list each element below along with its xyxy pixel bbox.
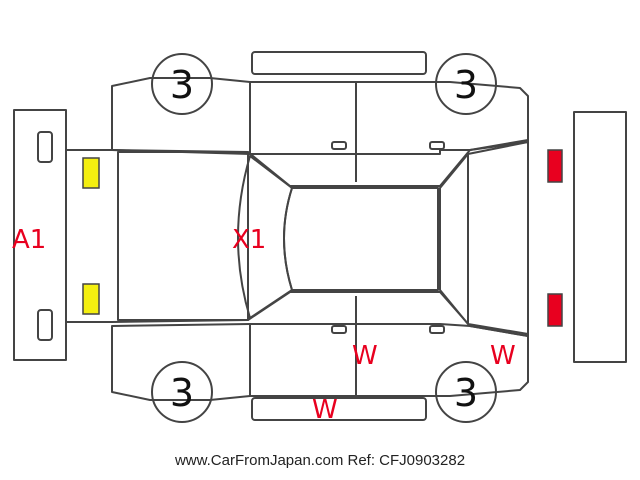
- tyre-rear-right-label: 3: [454, 371, 478, 415]
- car-outline: [13, 51, 627, 423]
- front-lamp-bottom: [82, 283, 100, 315]
- front-lamp-top: [82, 157, 100, 189]
- mark-front-bumper: A1: [12, 225, 46, 255]
- roof-outline: [283, 187, 439, 291]
- mark-right-rear-quarter: W: [490, 341, 516, 371]
- tyre-rear-left-label: 3: [454, 63, 478, 107]
- rear-lamp-bottom: [547, 293, 563, 327]
- body-top-view: [65, 139, 529, 337]
- tyre-front-left-label: 3: [170, 63, 194, 107]
- rear-lamp-top: [547, 149, 563, 183]
- right-rear-handle: [429, 325, 445, 334]
- mark-right-front-door: W: [352, 341, 378, 371]
- trunk-outline: [467, 141, 529, 335]
- right-front-handle: [331, 325, 347, 334]
- front-bumper-outline: [13, 109, 67, 361]
- mark-right-sill: W: [312, 395, 338, 425]
- front-bumper-slot-bottom: [37, 309, 53, 341]
- tyre-front-left-circle: [151, 53, 213, 115]
- hood-outline: [117, 151, 249, 321]
- left-side-outline: [111, 77, 529, 155]
- tyre-front-right-circle: [151, 361, 213, 423]
- right-side-outline: [111, 323, 529, 401]
- front-bumper-slot-top: [37, 131, 53, 163]
- footer-reference: www.CarFromJapan.com Ref: CFJ0903282: [174, 452, 466, 469]
- left-front-handle: [331, 141, 347, 150]
- rear-bumper-outline: [573, 111, 627, 363]
- tyre-front-right-label: 3: [170, 371, 194, 415]
- left-rear-handle: [429, 141, 445, 150]
- mark-hood: X1: [232, 225, 266, 255]
- tyre-rear-right-circle: [435, 361, 497, 423]
- tyre-rear-left-circle: [435, 53, 497, 115]
- right-sill-outline: [251, 397, 427, 421]
- left-sill-outline: [251, 51, 427, 75]
